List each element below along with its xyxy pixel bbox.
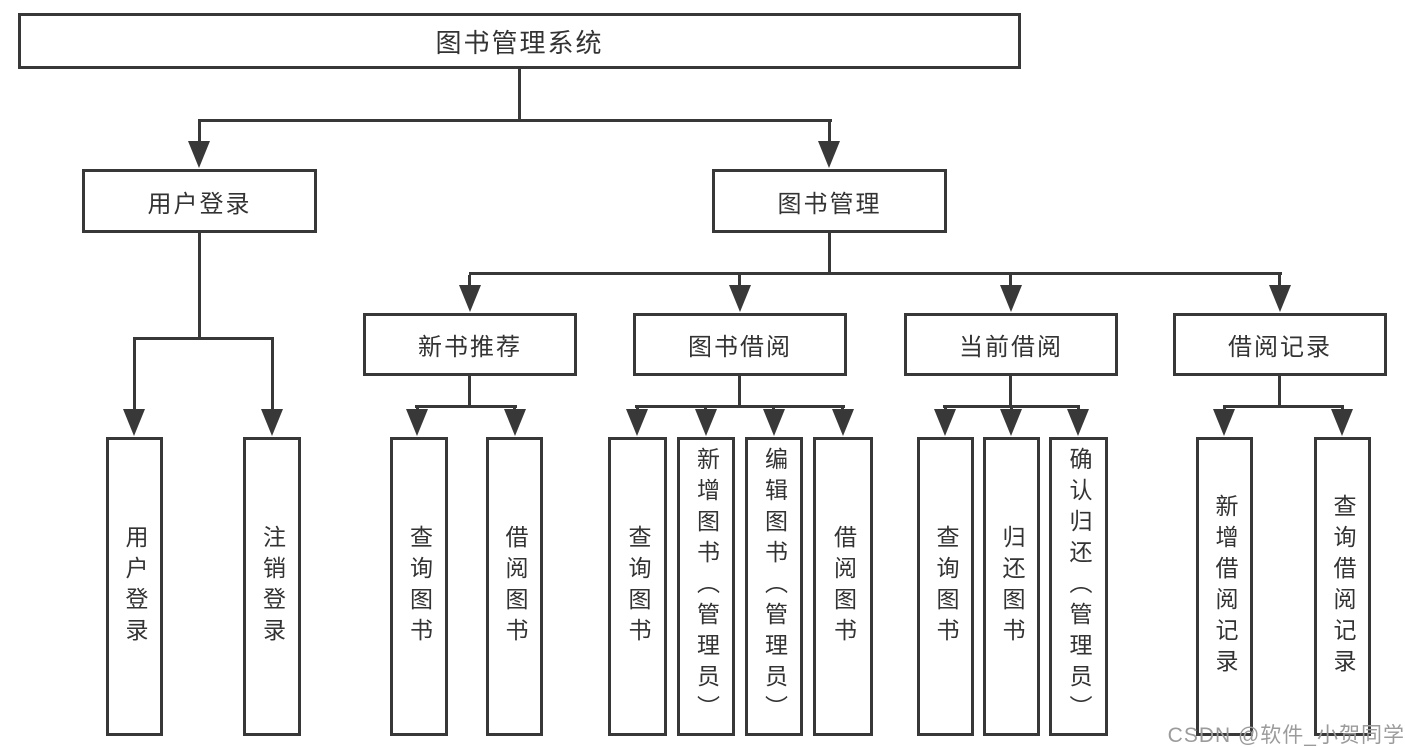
leaf-label: 借阅图书 [830,524,857,649]
leaf-label: 查询图书 [933,524,959,649]
leaf-label: 借阅图书 [502,524,528,649]
arrow-down-icon [626,409,648,436]
connector-line [1009,376,1012,406]
leaf-query-borrow-record: 查询借阅记录 [1314,437,1371,736]
arrow-down-icon [123,409,145,436]
connector-line [1278,275,1281,289]
arrow-down-icon [1269,285,1291,312]
arrow-down-icon [695,409,717,436]
leaf-query-books-recommend: 查询图书 [390,437,448,736]
arrow-down-icon [504,409,526,436]
connector-line [468,376,471,406]
leaf-label: 归还图书 [999,524,1025,649]
node-book-management: 图书管理 [712,169,947,233]
connector-line [271,340,274,412]
arrow-down-icon [832,409,854,436]
connector-line [738,376,741,406]
leaf-add-book-admin: 新增图书（管理员） [677,437,735,736]
leaf-query-books-borrowing: 查询图书 [608,437,667,736]
connector-line [469,272,1282,275]
leaf-label: 用户登录 [122,524,148,649]
watermark-text: CSDN @软件_小贺同学 [1167,724,1405,747]
leaf-user-login: 用户登录 [106,437,163,736]
node-current-borrowing: 当前借阅 [904,313,1118,376]
arrow-down-icon [729,285,751,312]
connector-line [133,340,136,412]
connector-line [1009,275,1012,289]
leaf-confirm-return-admin: 确认归还（管理员） [1049,437,1108,736]
node-borrowing-records: 借阅记录 [1173,313,1387,376]
arrow-down-icon [818,141,840,168]
leaf-edit-book-admin: 编辑图书（管理员） [745,437,803,736]
connector-line [635,405,845,408]
leaf-label: 编辑图书（管理员） [761,447,788,726]
arrow-down-icon [1000,285,1022,312]
leaf-label: 注销登录 [259,524,286,649]
arrow-down-icon [934,409,956,436]
node-new-book-recommend: 新书推荐 [363,313,577,376]
leaf-return-books: 归还图书 [983,437,1040,736]
node-book-borrowing: 图书借阅 [633,313,847,376]
arrow-down-icon [763,409,785,436]
connector-line [415,405,517,408]
leaf-label: 查询图书 [406,524,433,649]
leaf-label: 查询借阅记录 [1330,493,1356,680]
arrow-down-icon [459,285,481,312]
arrow-down-icon [1331,409,1353,436]
connector-line [738,275,741,289]
arrow-down-icon [1067,409,1089,436]
node-user-login: 用户登录 [82,169,317,233]
leaf-label: 新增借阅记录 [1212,493,1238,680]
connector-line [133,337,274,340]
connector-line [518,69,521,121]
leaf-borrow-books-recommend: 借阅图书 [486,437,543,736]
arrow-down-icon [188,141,210,168]
leaf-borrow-books-borrowing: 借阅图书 [813,437,873,736]
leaf-logout-login: 注销登录 [243,437,301,736]
connector-line [468,275,471,289]
connector-line [1223,405,1344,408]
leaf-query-books-current: 查询图书 [917,437,974,736]
leaf-label: 确认归还（管理员） [1066,447,1092,726]
connector-line [828,233,831,274]
leaf-label: 新增图书（管理员） [693,447,720,726]
connector-line [828,122,831,144]
arrow-down-icon [1213,409,1235,436]
arrow-down-icon [261,409,283,436]
connector-line [1278,376,1281,406]
connector-line [198,233,201,337]
arrow-down-icon [406,409,428,436]
node-library-management-system: 图书管理系统 [18,13,1021,69]
connector-line [943,405,1080,408]
leaf-label: 查询图书 [625,524,651,649]
connector-line [198,119,832,122]
leaf-add-borrow-record: 新增借阅记录 [1196,437,1253,736]
connector-line [198,122,201,144]
arrow-down-icon [1000,409,1022,436]
